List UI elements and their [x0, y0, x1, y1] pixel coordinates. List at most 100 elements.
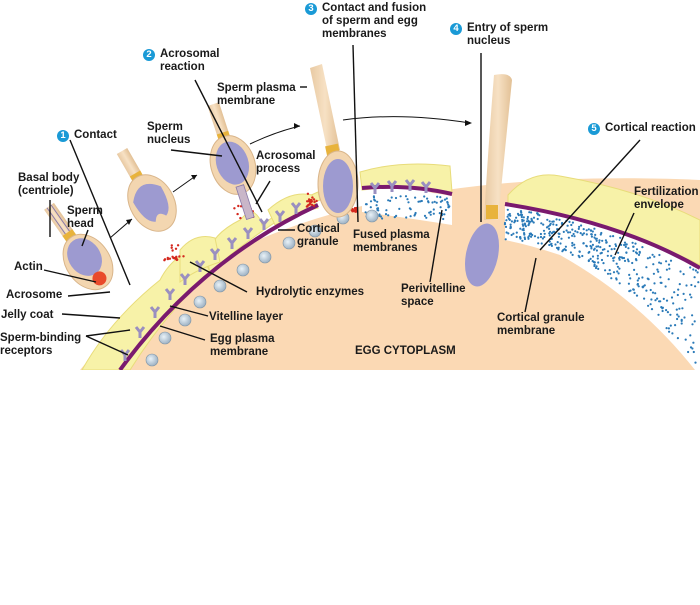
cortical-dot [595, 239, 598, 242]
cortical-dot [597, 245, 600, 248]
cortical-dot [694, 285, 697, 288]
cortical-dot [577, 254, 580, 257]
cortical-dot [626, 258, 630, 261]
cortical-dot [527, 237, 530, 240]
label-hydrolytic-enzymes: Hydrolytic enzymes [256, 286, 365, 298]
cortical-dot [636, 279, 639, 282]
step-2-badge: 2 [143, 49, 155, 61]
label-sperm-binding-receptors: Sperm-binding receptors [0, 332, 82, 357]
cortical-dot [504, 238, 507, 241]
cortical-dot [653, 282, 656, 285]
cortical-dot [674, 324, 677, 327]
cortical-granule [258, 250, 272, 264]
step-5-text: Cortical reaction [605, 122, 696, 134]
cortical-dot [613, 247, 616, 250]
cortical-granule [236, 263, 250, 277]
step-2-text: Acrosomal reaction [160, 48, 220, 73]
cortical-dot [690, 296, 693, 299]
cortical-dot [562, 230, 565, 233]
cortical-dot [558, 218, 561, 221]
cortical-dot [692, 268, 695, 271]
cortical-dot [537, 242, 540, 245]
cortical-dot [436, 195, 439, 198]
label-basal-body: Basal body (centriole) [18, 172, 80, 197]
cortical-dot [527, 219, 530, 223]
cortical-dot [431, 201, 434, 204]
hydrolytic-enzyme-dot [239, 216, 242, 220]
cortical-dot [603, 248, 606, 251]
cortical-dot [648, 256, 652, 259]
cortical-dot [637, 277, 641, 280]
vitelline-layer [118, 203, 319, 370]
cortical-dot [669, 313, 672, 316]
cortical-dot [593, 247, 596, 250]
cortical-dot [519, 213, 523, 216]
cortical-dot [555, 223, 558, 227]
cortical-dot [689, 293, 692, 296]
cortical-dot [520, 215, 523, 219]
cortical-dot [557, 232, 560, 235]
cortical-dot [536, 212, 539, 215]
cortical-dot [571, 221, 575, 224]
sperm-binding-receptor [209, 248, 221, 260]
cortical-dot [505, 219, 508, 222]
cortical-dot [612, 259, 615, 262]
cortical-dot [618, 258, 621, 261]
cortical-dot [681, 307, 684, 310]
cortical-dot [372, 196, 376, 199]
cortical-dot [442, 217, 445, 221]
cortical-dot [376, 207, 379, 210]
cortical-dot [547, 225, 550, 228]
hydrolytic-enzyme-dot [171, 249, 174, 252]
cortical-dot [658, 253, 661, 257]
cortical-dot [665, 309, 668, 312]
hydrolytic-enzyme-dot [307, 200, 311, 203]
cortical-dot [569, 251, 573, 254]
cortical-dot [635, 294, 639, 297]
cortical-dot [509, 223, 512, 226]
sperm-binding-receptor [258, 218, 270, 230]
cortical-dot [570, 223, 573, 227]
step-2-label: 2 Acrosomal reaction [143, 48, 219, 74]
cortical-dot [599, 246, 602, 249]
sperm-binding-receptor [386, 180, 398, 192]
hydrolytic-enzyme-dot [311, 196, 314, 199]
sperm-binding-receptor [274, 210, 286, 222]
cortical-dot [414, 196, 417, 199]
cortical-dot [680, 322, 683, 325]
cortical-dot [591, 243, 595, 246]
cortical-dot [559, 242, 562, 245]
cortical-dot [429, 213, 432, 216]
cortical-dot [653, 255, 656, 258]
cortical-dot [595, 245, 598, 248]
cortical-dot [533, 235, 537, 238]
hydrolytic-enzyme-dot [308, 202, 312, 205]
label-fertilization-envelope: Fertilization envelope [634, 186, 699, 211]
cortical-dot [601, 239, 604, 242]
cortical-dot [526, 217, 529, 220]
cortical-dot [606, 254, 609, 257]
cortical-dot [398, 207, 401, 210]
cortical-dot [623, 243, 626, 247]
cortical-dot [669, 324, 672, 327]
cortical-dot [632, 249, 635, 253]
cortical-dot [579, 232, 582, 235]
cortical-dot [375, 204, 378, 207]
cortical-dot [560, 237, 563, 240]
cortical-dot [376, 200, 379, 203]
cortical-dot [595, 265, 598, 268]
cortical-dot [529, 232, 532, 235]
cortical-dot [597, 267, 600, 270]
cortical-dot [685, 284, 688, 287]
cortical-dot [512, 232, 515, 235]
cortical-dot [608, 244, 611, 248]
hydrolytic-enzyme-dot [305, 205, 309, 208]
cortical-granule [193, 295, 207, 309]
cortical-dot [667, 263, 671, 266]
cortical-dot [523, 233, 526, 236]
hydrolytic-enzyme-dot [163, 258, 167, 261]
cortical-dot [659, 300, 662, 303]
cortical-dot [445, 197, 448, 200]
cortical-dot [522, 224, 525, 227]
